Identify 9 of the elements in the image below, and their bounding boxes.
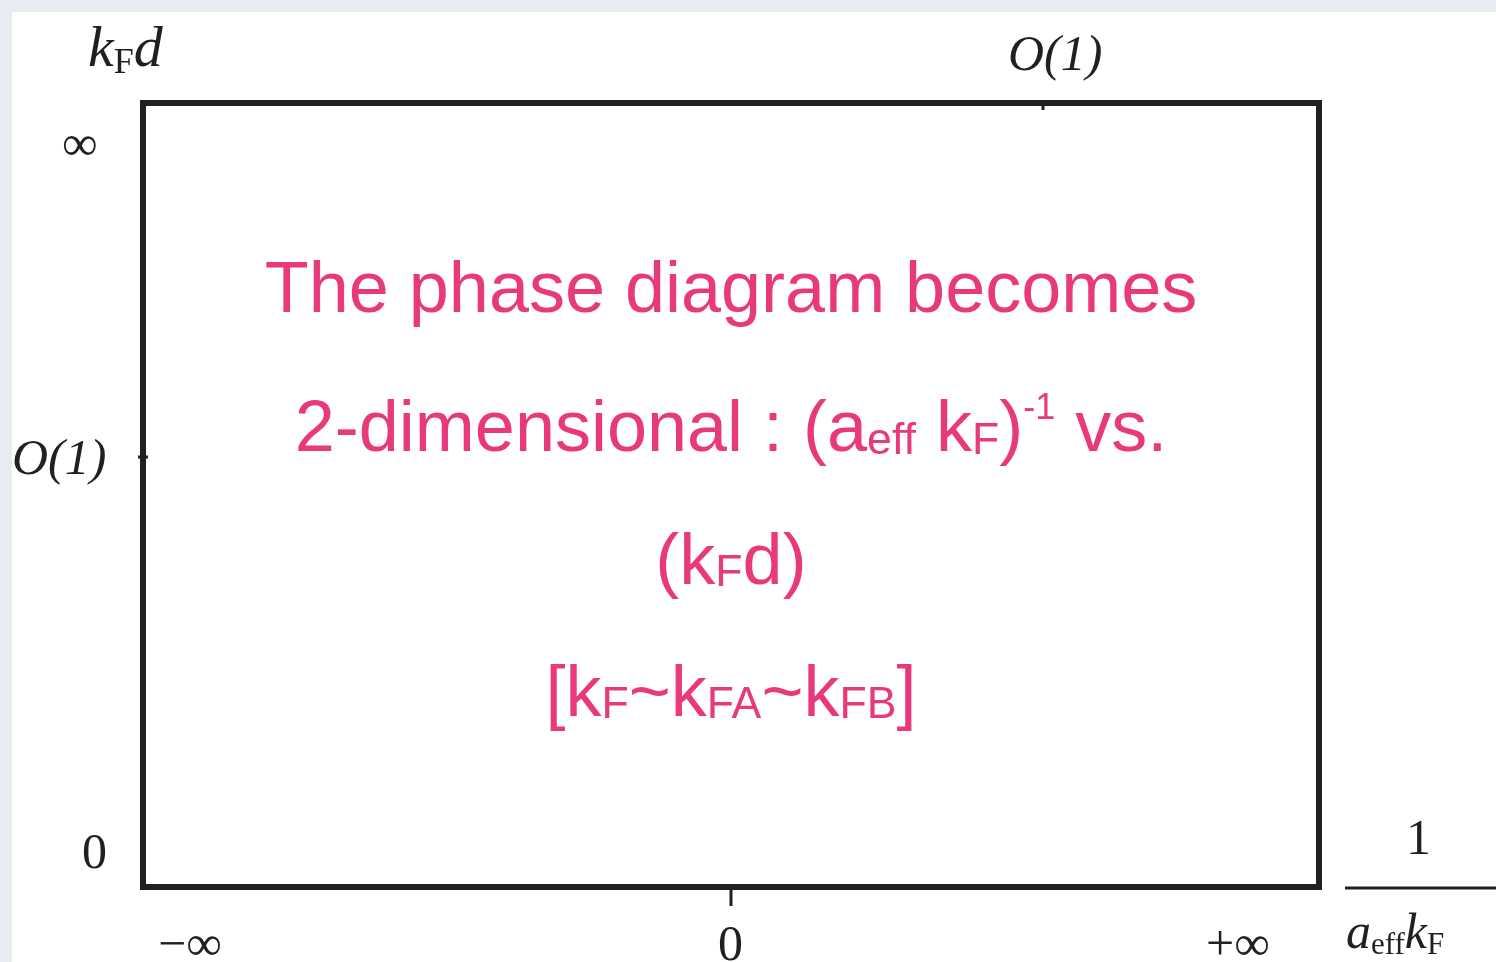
axis-label: −∞ [158, 918, 222, 962]
axis-label: 0 [82, 826, 107, 876]
axis-label: k$_{F}$d [88, 18, 163, 81]
diagram-frame [140, 100, 1322, 890]
axis-label: 0 [718, 918, 743, 962]
axis-label: +∞ [1206, 918, 1270, 962]
axis-label: ∞ [62, 118, 98, 168]
axis-label: a$_{eff}$k$_{F}$ [1346, 906, 1445, 960]
axis-label: 1 [1406, 812, 1431, 862]
